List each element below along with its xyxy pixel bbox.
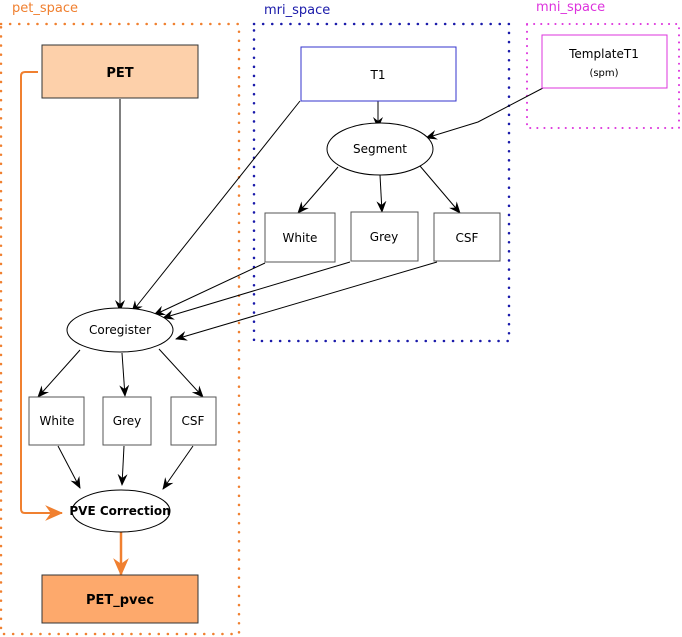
edge-coregister-pet-csf — [158, 348, 204, 398]
node-coregister[interactable]: Coregister — [66, 307, 174, 353]
cluster-label: pet_space — [12, 1, 78, 16]
edge-mri-grey-coregister — [162, 261, 351, 320]
edge-template-segment — [425, 87, 544, 140]
node-label: PET_pvec — [86, 593, 154, 608]
node-pet-csf[interactable]: CSF — [170, 396, 217, 446]
edge-pet-white-pve — [57, 445, 81, 489]
node-segment[interactable]: Segment — [326, 122, 434, 176]
cluster-mri-space: mri_space — [252, 3, 511, 343]
node-label: TemplateT1 — [568, 47, 639, 61]
node-label: White — [40, 414, 75, 428]
node-label: CSF — [182, 414, 205, 428]
node-label: T1 — [370, 68, 386, 82]
node-mri-csf[interactable]: CSF — [433, 212, 501, 262]
cluster-border — [252, 22, 511, 343]
edge-segment-mri-white — [297, 166, 339, 214]
edge-coregister-pet-white — [37, 349, 81, 398]
node-mri-white[interactable]: White — [264, 212, 336, 263]
node-sublabel: (spm) — [589, 68, 618, 79]
node-pet-grey[interactable]: Grey — [102, 396, 152, 446]
cluster-border — [0, 22, 241, 636]
edge-segment-mri-csf — [419, 165, 461, 214]
node-label: Segment — [353, 142, 407, 156]
node-label: Coregister — [89, 323, 151, 337]
node-label: CSF — [456, 231, 479, 245]
node-template[interactable]: TemplateT1 (spm) — [541, 34, 668, 89]
node-label: White — [283, 231, 318, 245]
edge-mri-csf-coregister — [175, 261, 438, 341]
edge-pet-pve — [20, 71, 64, 521]
node-pet-white[interactable]: White — [28, 396, 85, 446]
node-pet[interactable]: PET — [41, 44, 199, 99]
node-label: PET — [106, 66, 133, 81]
edge-t1-coregister — [131, 100, 301, 313]
node-pet-pvec[interactable]: PET_pvec — [41, 574, 199, 624]
edge-coregister-pet-grey — [119, 352, 130, 397]
edges — [20, 71, 544, 577]
cluster-pet-space: pet_space — [0, 1, 241, 636]
edge-mri-white-coregister — [153, 262, 266, 316]
edge-pet-csf-pve — [162, 445, 194, 490]
node-label: PVE Correction — [69, 504, 170, 518]
node-pve-correction[interactable]: PVE Correction — [69, 489, 171, 533]
cluster-label: mni_space — [536, 0, 605, 15]
cluster-label: mri_space — [264, 3, 330, 18]
node-mri-grey[interactable]: Grey — [350, 211, 419, 262]
edge-segment-mri-grey — [376, 174, 387, 213]
edge-pet-grey-pve — [117, 445, 128, 486]
node-label: Grey — [370, 230, 398, 244]
node-t1[interactable]: T1 — [300, 46, 457, 102]
node-label: Grey — [113, 414, 141, 428]
cluster-mni-space: mni_space — [526, 0, 680, 129]
